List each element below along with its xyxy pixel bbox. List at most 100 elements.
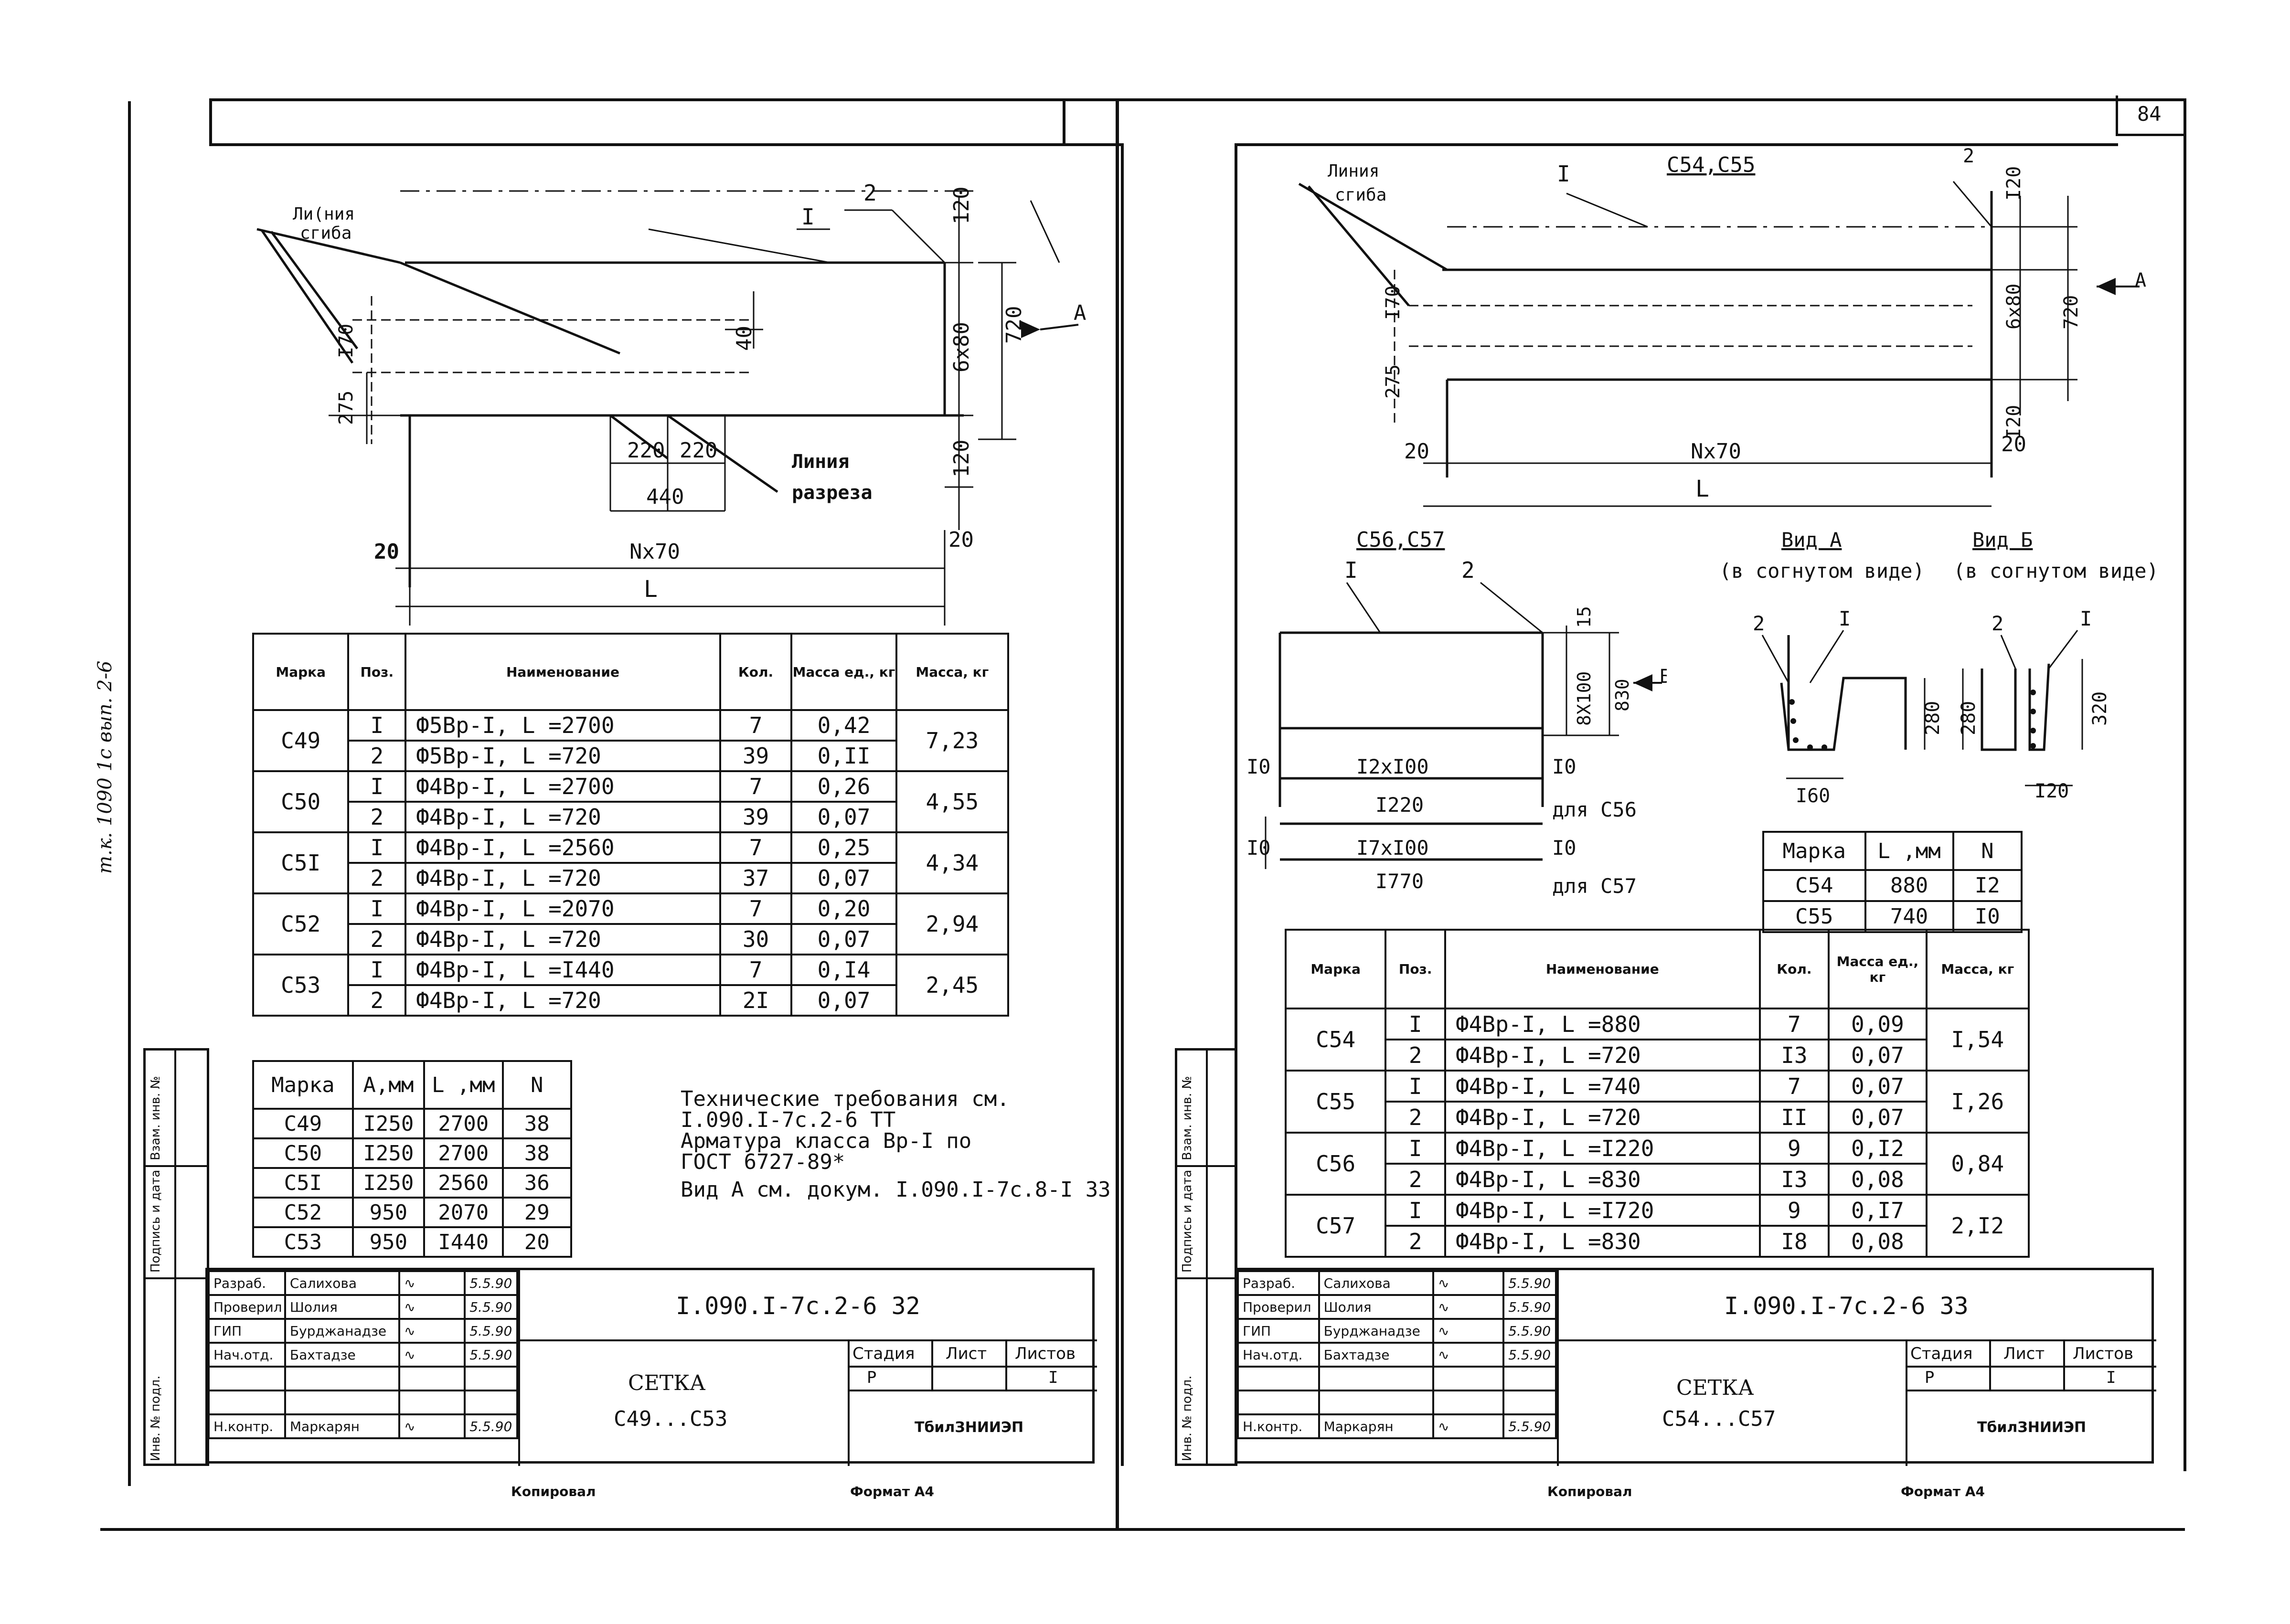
spec-qty: 2I [719, 984, 793, 1017]
spec-name: Ф4Вр-I, L =720 [405, 923, 721, 955]
title-block-row: Нач.отд.Бахтадзе∿5.5.90 [1237, 1342, 1557, 1368]
title-block-role: Нач.отд. [1237, 1342, 1320, 1368]
spec-qty: 7 [1758, 1008, 1830, 1040]
rspec-header-mass: Масса, кг [1925, 929, 2030, 1009]
spec-unit-mass: 0,09 [1828, 1008, 1928, 1040]
title-block-name: Маркарян [284, 1413, 401, 1439]
title-block-role: Разраб. [208, 1270, 286, 1296]
note-line-1: Технические требования см. [681, 1087, 1010, 1111]
left-pos1-label: I [801, 204, 815, 230]
left-mesh-drawing: Ли(ния сгиба I 2 120 6x80 720 120 A 40 I… [256, 180, 1086, 626]
title-block-name: Бахтадзе [1318, 1342, 1435, 1368]
dims-row-cell: C53 [252, 1226, 354, 1258]
title-block-role: Разраб. [1237, 1270, 1320, 1296]
left-dim-720: 720 [1002, 306, 1026, 344]
title-block-signature: ∿ [1432, 1413, 1505, 1439]
right-subtitle: С54...С57 [1662, 1407, 1776, 1431]
frame-center-divider [1116, 101, 1119, 1529]
dims-header-n: N [501, 1060, 573, 1110]
left-margin-note: т.к. 1090 1с вып. 2-6 [94, 660, 116, 874]
c57-for-label: для С57 [1552, 874, 1637, 898]
spec-unit-mass: 0,I7 [1828, 1194, 1928, 1227]
title-block-name [1318, 1390, 1435, 1415]
title-block-date: 5.5.90 [1502, 1318, 1557, 1344]
title-block-role: Проверил [1237, 1294, 1320, 1320]
title-block-date: 5.5.90 [464, 1342, 518, 1368]
dims-row-cell: 38 [501, 1108, 573, 1139]
spec-mark: C5I [252, 831, 350, 894]
spec-mark: C53 [252, 954, 350, 1017]
rspec-header-name: Наименование [1444, 929, 1761, 1009]
title-block-signature: ∿ [1432, 1318, 1505, 1344]
spec-qty: 7 [719, 770, 793, 803]
frame-left-edge [128, 101, 131, 1486]
spec-qty: I3 [1758, 1039, 1830, 1072]
spec-name: Ф4Вр-I, L =2700 [405, 770, 721, 803]
title-block-signature: ∿ [398, 1342, 466, 1368]
spec-pos: 2 [347, 984, 407, 1017]
title-block-role [1237, 1366, 1320, 1391]
spec-name: Ф4Вр-I, L =720 [1444, 1101, 1761, 1134]
spec-pos: 2 [1385, 1225, 1447, 1258]
frame-top-right-stub [1063, 98, 1065, 146]
title-block-date: 5.5.90 [464, 1294, 518, 1320]
title-block-signature [1432, 1366, 1505, 1391]
view-a-title: Вид А [1781, 528, 1842, 552]
left-title: СЕТКА [628, 1371, 706, 1395]
spec-unit-mass: 0,07 [1828, 1101, 1928, 1134]
spec-mark: C49 [252, 709, 350, 772]
left-dim-440: 440 [646, 485, 684, 509]
spec-unit-mass: 0,II [790, 740, 897, 772]
dims-row-cell: C49 [252, 1108, 354, 1139]
left-dim-120-bot: 120 [949, 440, 974, 478]
view-a-pos2: 2 [1753, 612, 1765, 635]
left-sheets-label: Листов [1015, 1344, 1076, 1363]
left-view-arrow: A [1074, 301, 1086, 325]
dims-row-cell: C50 [252, 1137, 354, 1169]
spec-total-mass: 2,I2 [1925, 1194, 2030, 1258]
left-doc-code: I.090.I-7с.2-6 32 [676, 1292, 920, 1320]
c57-dim-17x100: I7xI00 [1356, 836, 1429, 860]
spec-name: Ф4Вр-I, L =720 [405, 801, 721, 833]
view-b-dim-120: I20 [2034, 780, 2069, 802]
spec-pos: I [347, 709, 407, 742]
frame-top-line [209, 98, 2186, 101]
c57-dim-10d: I0 [1552, 836, 1576, 860]
dims-header-mark: Марка [252, 1060, 354, 1110]
spec-total-mass: 4,55 [895, 770, 1010, 833]
title-block-name: Шолия [284, 1294, 401, 1320]
view-a-dim-280: 280 [1922, 701, 1944, 735]
spec-qty: 39 [719, 801, 793, 833]
right-stamp-col-inventory: Инв. № подл. [1180, 1375, 1194, 1461]
note-line-4: ГОСТ 6727-89* [681, 1150, 845, 1174]
left-dim-6x80: 6x80 [949, 322, 974, 372]
c56-dim-10a: I0 [1246, 755, 1271, 778]
spec-qty: II [1758, 1101, 1830, 1134]
left-dim-20-left: 20 [374, 540, 399, 564]
dims-row-cell: 2070 [423, 1197, 504, 1228]
title-block-signature [1432, 1390, 1505, 1415]
spec-name: Ф4Вр-I, L =2070 [405, 892, 721, 925]
left-pos2-label: 2 [863, 180, 877, 206]
stamp-col-signature: Подпись и дата [149, 1169, 163, 1273]
c56-dim-8x100: 8X100 [1574, 671, 1595, 726]
title-block-name: Салихова [1318, 1270, 1435, 1296]
spec-pos: 2 [347, 740, 407, 772]
dims-row-cell: C5I [252, 1167, 354, 1199]
right-dim-n70: Nx70 [1691, 439, 1741, 464]
title-block-signature: ∿ [398, 1294, 466, 1320]
spec-pos: 2 [1385, 1039, 1447, 1072]
left-sheet-top [209, 143, 1121, 146]
marks-row-cell: C54 [1762, 869, 1866, 902]
view-a-pos1: I [1839, 607, 1851, 630]
